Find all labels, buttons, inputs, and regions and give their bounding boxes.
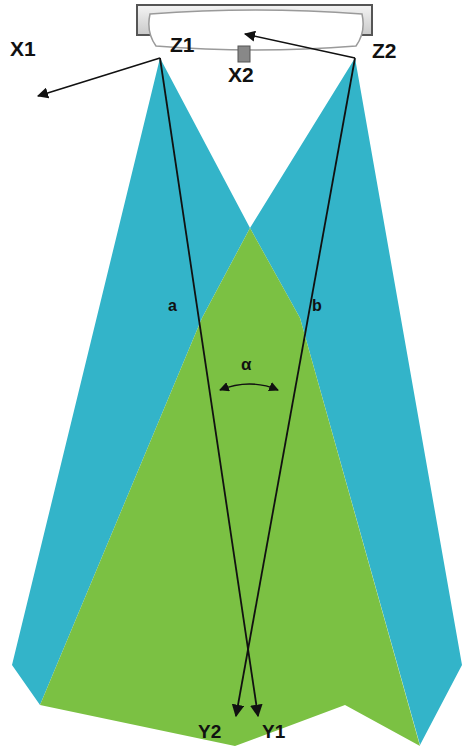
x1-axis [38, 58, 160, 96]
point-label: b [312, 298, 322, 314]
camera-mount [238, 46, 250, 62]
x2-axis [245, 34, 355, 58]
axis-label: Y1 [262, 722, 285, 741]
point-label: a [168, 298, 177, 314]
axis-label: X1 [10, 38, 36, 59]
axis-label: Y2 [198, 722, 221, 741]
axis-label: Z1 [170, 34, 195, 55]
overlap-region [40, 228, 420, 746]
optical-axis-2 [236, 58, 355, 716]
angle-arc [220, 384, 278, 390]
axis-label: Z2 [372, 40, 397, 61]
optical-axis-1 [160, 58, 258, 716]
axis-label: X2 [228, 64, 254, 85]
angle-label: α [241, 356, 251, 373]
